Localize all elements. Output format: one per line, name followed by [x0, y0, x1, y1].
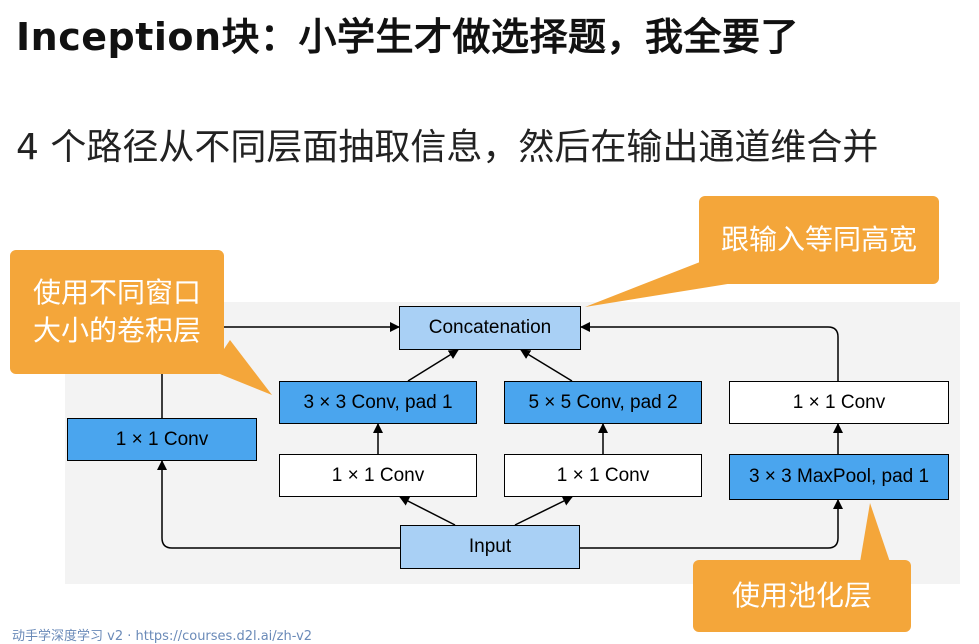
footer-source: 动手学深度学习 v2 · https://courses.d2l.ai/zh-v…: [12, 629, 313, 644]
path3-conv-1x1-box: 1 × 1 Conv: [504, 454, 702, 497]
path2-conv-1x1-box: 1 × 1 Conv: [279, 454, 477, 497]
arrow-input-to-path1: [157, 460, 400, 549]
callout-pooling: 使用池化层: [693, 560, 911, 632]
slide-subtitle: 4 个路径从不同层面抽取信息，然后在输出通道维合并: [16, 127, 879, 168]
callout-window-line2: 大小的卷积层: [32, 314, 201, 347]
input-box: Input: [400, 525, 580, 569]
concatenation-box: Concatenation: [399, 306, 581, 350]
arrow-input-to-path2: [399, 496, 456, 526]
path1-conv-1x1-box: 1 × 1 Conv: [67, 418, 257, 461]
path4-maxpool-box: 3 × 3 MaxPool, pad 1: [729, 454, 949, 500]
arrow-input-to-path3: [514, 496, 573, 526]
arrow-path2-to-concat: [407, 349, 459, 382]
path4-conv-1x1-box: 1 × 1 Conv: [729, 381, 949, 424]
arrow-path3-to-concat: [520, 349, 573, 382]
callout-same-size: 跟输入等同高宽: [699, 196, 939, 284]
callout-window-line1: 使用不同窗口: [32, 276, 201, 309]
slide-title: Inception块：小学生才做选择题，我全要了: [16, 15, 800, 59]
path2-conv-3x3-box: 3 × 3 Conv, pad 1: [279, 381, 477, 424]
arrow-path4-to-concat: [580, 322, 839, 381]
callout-tail-window: [210, 340, 272, 395]
callout-window-size: 使用不同窗口 大小的卷积层: [10, 250, 224, 374]
callout-tail-pooling: [860, 503, 890, 562]
arrow-input-to-path4: [580, 499, 843, 549]
path3-conv-5x5-box: 5 × 5 Conv, pad 2: [504, 381, 702, 424]
